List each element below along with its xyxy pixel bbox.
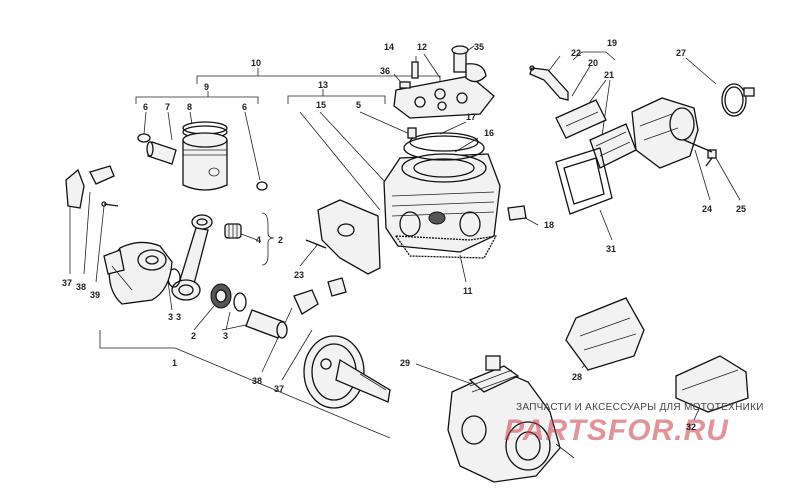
part-label: 1 [172,358,177,368]
part-label: 28 [572,372,582,382]
part-label: 5 [356,100,361,110]
part-label: 18 [544,220,554,230]
part-label: 10 [251,58,261,68]
part-label: 11 [463,286,473,296]
small-end-bearing [224,223,242,239]
filter-32 [675,355,749,413]
o-ring [409,132,479,152]
connecting-rod [171,214,213,301]
reed-gasket [555,147,613,215]
part-label: 38 [76,282,86,292]
part-label: 7 [165,102,170,112]
part-label: 23 [294,270,304,280]
piston-assembly [137,121,268,191]
part-label: 19 [607,38,617,48]
crankshaft-left [103,241,173,305]
watermark-logo: PARTSFOR.RU [504,414,729,447]
piston-pin [146,141,177,165]
part-label: 29 [400,358,410,368]
watermark: ЗАПЧАСТИ И АКСЕССУАРЫ ДЛЯ МОТОТЕХНИКИ PA… [504,402,764,447]
part-label: 13 [318,80,328,90]
hose-clamp [721,83,755,117]
woodruff-key [89,165,115,185]
part-label: 25 [736,204,746,214]
group-brackets [99,51,616,439]
exhaust-valve-cover [317,199,381,275]
spark-plug [451,45,487,83]
part-label: 38 [252,376,262,386]
part-label: 36 [380,66,390,76]
part-label: 21 [604,70,614,80]
part-label: 24 [702,204,712,214]
part-label: 14 [384,42,394,52]
part-label: 2 [278,235,283,245]
plate-left [65,168,85,209]
part-label: 31 [606,244,616,254]
plate-right [293,289,319,315]
part-label: 32 [686,422,696,432]
part-label: 6 [242,102,247,112]
big-end-bearing [210,283,232,309]
part-label: 35 [474,42,484,52]
part-label: 15 [316,100,326,110]
engine-assembly [447,355,575,483]
part-label: 22 [571,48,581,58]
part-label: 16 [484,128,494,138]
head-gasket [403,135,485,161]
part-label: 6 [143,102,148,112]
crankshaft-right [303,335,391,409]
part-label: 37 [62,278,72,288]
cylinder [383,153,501,253]
piston [182,132,228,191]
part-label: 27 [676,48,686,58]
key-right [327,277,347,297]
bolt-25 [705,149,717,167]
intake-manifold [631,97,699,169]
part-label: 12 [417,42,427,52]
part-label: 2 [191,331,196,341]
filter-28 [565,297,645,371]
part-label: 8 [187,102,192,112]
part-numbers: 10 9 6 7 8 6 13 15 5 14 12 35 36 17 16 1… [62,38,746,432]
exhaust-nut [507,205,527,221]
reed-bracket [529,65,569,101]
washer-36 [399,81,411,89]
reed-petals [555,99,607,139]
part-label: 4 [256,235,261,245]
part-label: 20 [588,58,598,68]
watermark-text: ЗАПЧАСТИ И АКСЕССУАРЫ ДЛЯ МОТОТЕХНИКИ [516,402,764,413]
base-gasket [395,235,497,259]
part-label: 3 [168,312,173,322]
part-label: 37 [274,384,284,394]
head-bolt [411,61,419,79]
part-label: 3 [176,312,181,322]
part-label: 17 [466,112,476,122]
crank-pin [245,309,288,339]
part-label: 9 [204,82,209,92]
part-label: 3 [223,331,228,341]
part-label: 39 [90,290,100,300]
